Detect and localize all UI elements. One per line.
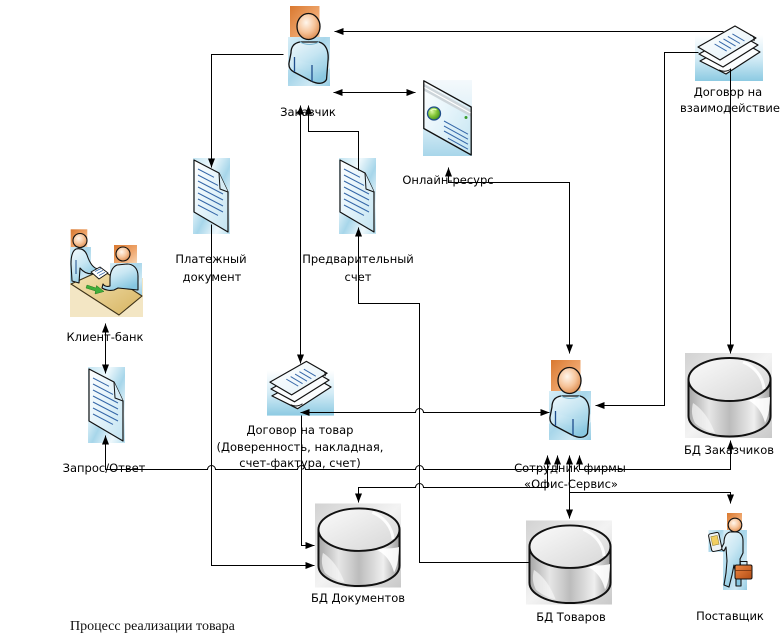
connector-preliminary-invoice-customer [305, 105, 359, 171]
connector-customers-db-employee [576, 440, 734, 470]
connector-payment-document-documents-db [211, 224, 315, 569]
connector-goods-db-preliminary-invoice [355, 227, 529, 563]
database-icon [315, 503, 401, 588]
connector-documents-db-employee [355, 455, 551, 503]
meeting-icon [70, 228, 143, 317]
connector-online-resource-employee [445, 167, 573, 354]
node-goods-contract: Договор на товар (Доверенность, накладна… [217, 360, 384, 470]
diagram-caption: Процесс реализации товара [70, 619, 236, 634]
documents-db-label: БД Документов [311, 591, 405, 605]
connector-goods-contract-employee [300, 408, 550, 416]
connector-customer-payment-document [208, 54, 284, 168]
node-goods-db: БД Товаров [526, 520, 612, 624]
database-icon [526, 520, 612, 605]
node-request-response: Запрос/Ответ [63, 367, 146, 475]
document-stack-icon [695, 25, 763, 81]
document-stack-icon [267, 360, 334, 416]
person-icon [288, 6, 330, 86]
interaction-contract-label-line1: Договор на [694, 85, 762, 99]
person-icon [549, 360, 591, 440]
request-response-label: Запрос/Ответ [63, 461, 146, 475]
document-icon [88, 367, 125, 443]
goods-contract-label-line2: (Доверенность, накладная, [217, 440, 384, 454]
node-customers-db: БД Заказчиков [684, 353, 774, 457]
goods-contract-label-line3: счет-фактура, счет) [239, 456, 360, 470]
database-icon [685, 353, 772, 438]
connector-employee-supplier [569, 492, 734, 504]
document-icon [193, 158, 230, 234]
goods-db-label: БД Товаров [536, 610, 606, 624]
supplier-icon [707, 513, 753, 590]
node-documents-db: БД Документов [311, 503, 405, 605]
goods-contract-label-line1: Договор на товар [247, 423, 354, 437]
customers-db-label: БД Заказчиков [684, 443, 774, 457]
employee-label-line2: «Офис-Сервис» [524, 477, 618, 491]
supplier-label: Поставщик [696, 609, 764, 623]
connector-interaction-contract-employee [595, 52, 699, 409]
node-supplier: Поставщик [696, 513, 764, 623]
payment-document-label-line2: документ [183, 270, 242, 284]
connectors [102, 28, 734, 569]
node-customer: Заказчик [280, 6, 336, 119]
document-icon [339, 158, 376, 234]
web-page-icon [423, 80, 472, 156]
